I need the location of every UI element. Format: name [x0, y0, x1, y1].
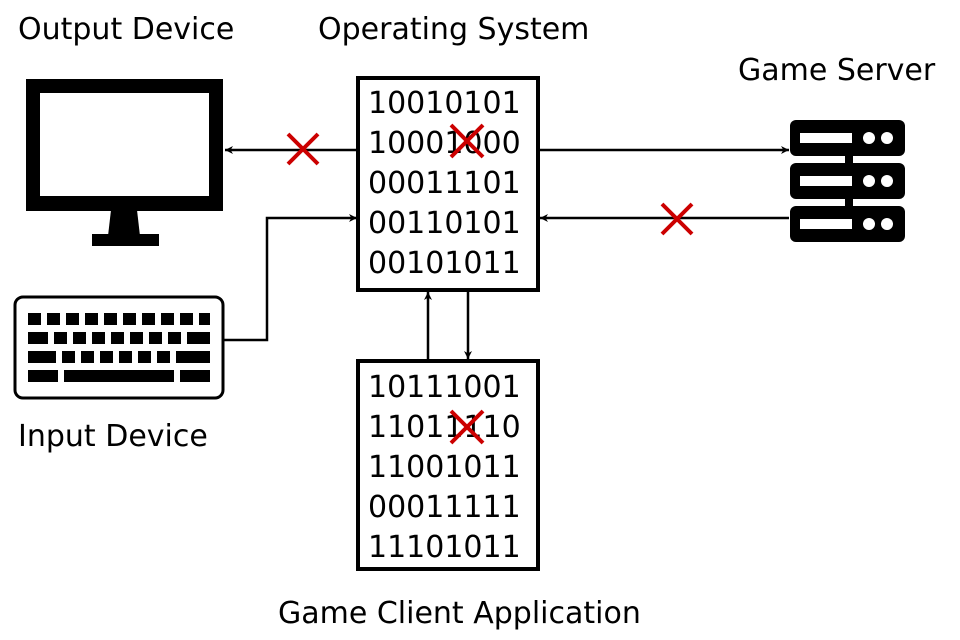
keyboard-icon — [13, 295, 225, 400]
os-bits-row: 00011101 — [368, 166, 521, 201]
tampered-client-bit-cross-icon — [449, 409, 485, 445]
tampered-os-bit-cross-icon — [449, 123, 485, 159]
os-bits-row: 10001000 — [368, 126, 521, 161]
client-bits-row: 11001011 — [368, 450, 521, 485]
output-device-label: Output Device — [18, 12, 234, 47]
server-icon — [790, 120, 905, 242]
os-bits-row: 10010101 — [368, 86, 521, 121]
monitor-icon — [26, 79, 223, 246]
blocked-output-cross-icon — [286, 132, 320, 166]
operating-system-box: 10010101 10001000 00011101 00110101 0010… — [356, 76, 540, 292]
client-bits-row: 11011110 — [368, 410, 521, 445]
blocked-server-cross-icon — [660, 202, 694, 236]
game-client-label: Game Client Application — [278, 596, 641, 631]
keyboard-to-os-arrow — [224, 214, 357, 342]
input-device-label: Input Device — [18, 419, 208, 454]
operating-system-label: Operating System — [318, 12, 589, 47]
client-bits-row: 00011111 — [368, 490, 521, 525]
client-bits-row: 11101011 — [368, 530, 521, 565]
os-bits-row: 00110101 — [368, 206, 521, 241]
game-server-label: Game Server — [738, 53, 936, 88]
os-bits-row: 00101011 — [368, 246, 521, 281]
client-bits-row: 10111001 — [368, 370, 521, 405]
game-client-box: 10111001 11011110 11001011 00011111 1110… — [356, 359, 540, 571]
